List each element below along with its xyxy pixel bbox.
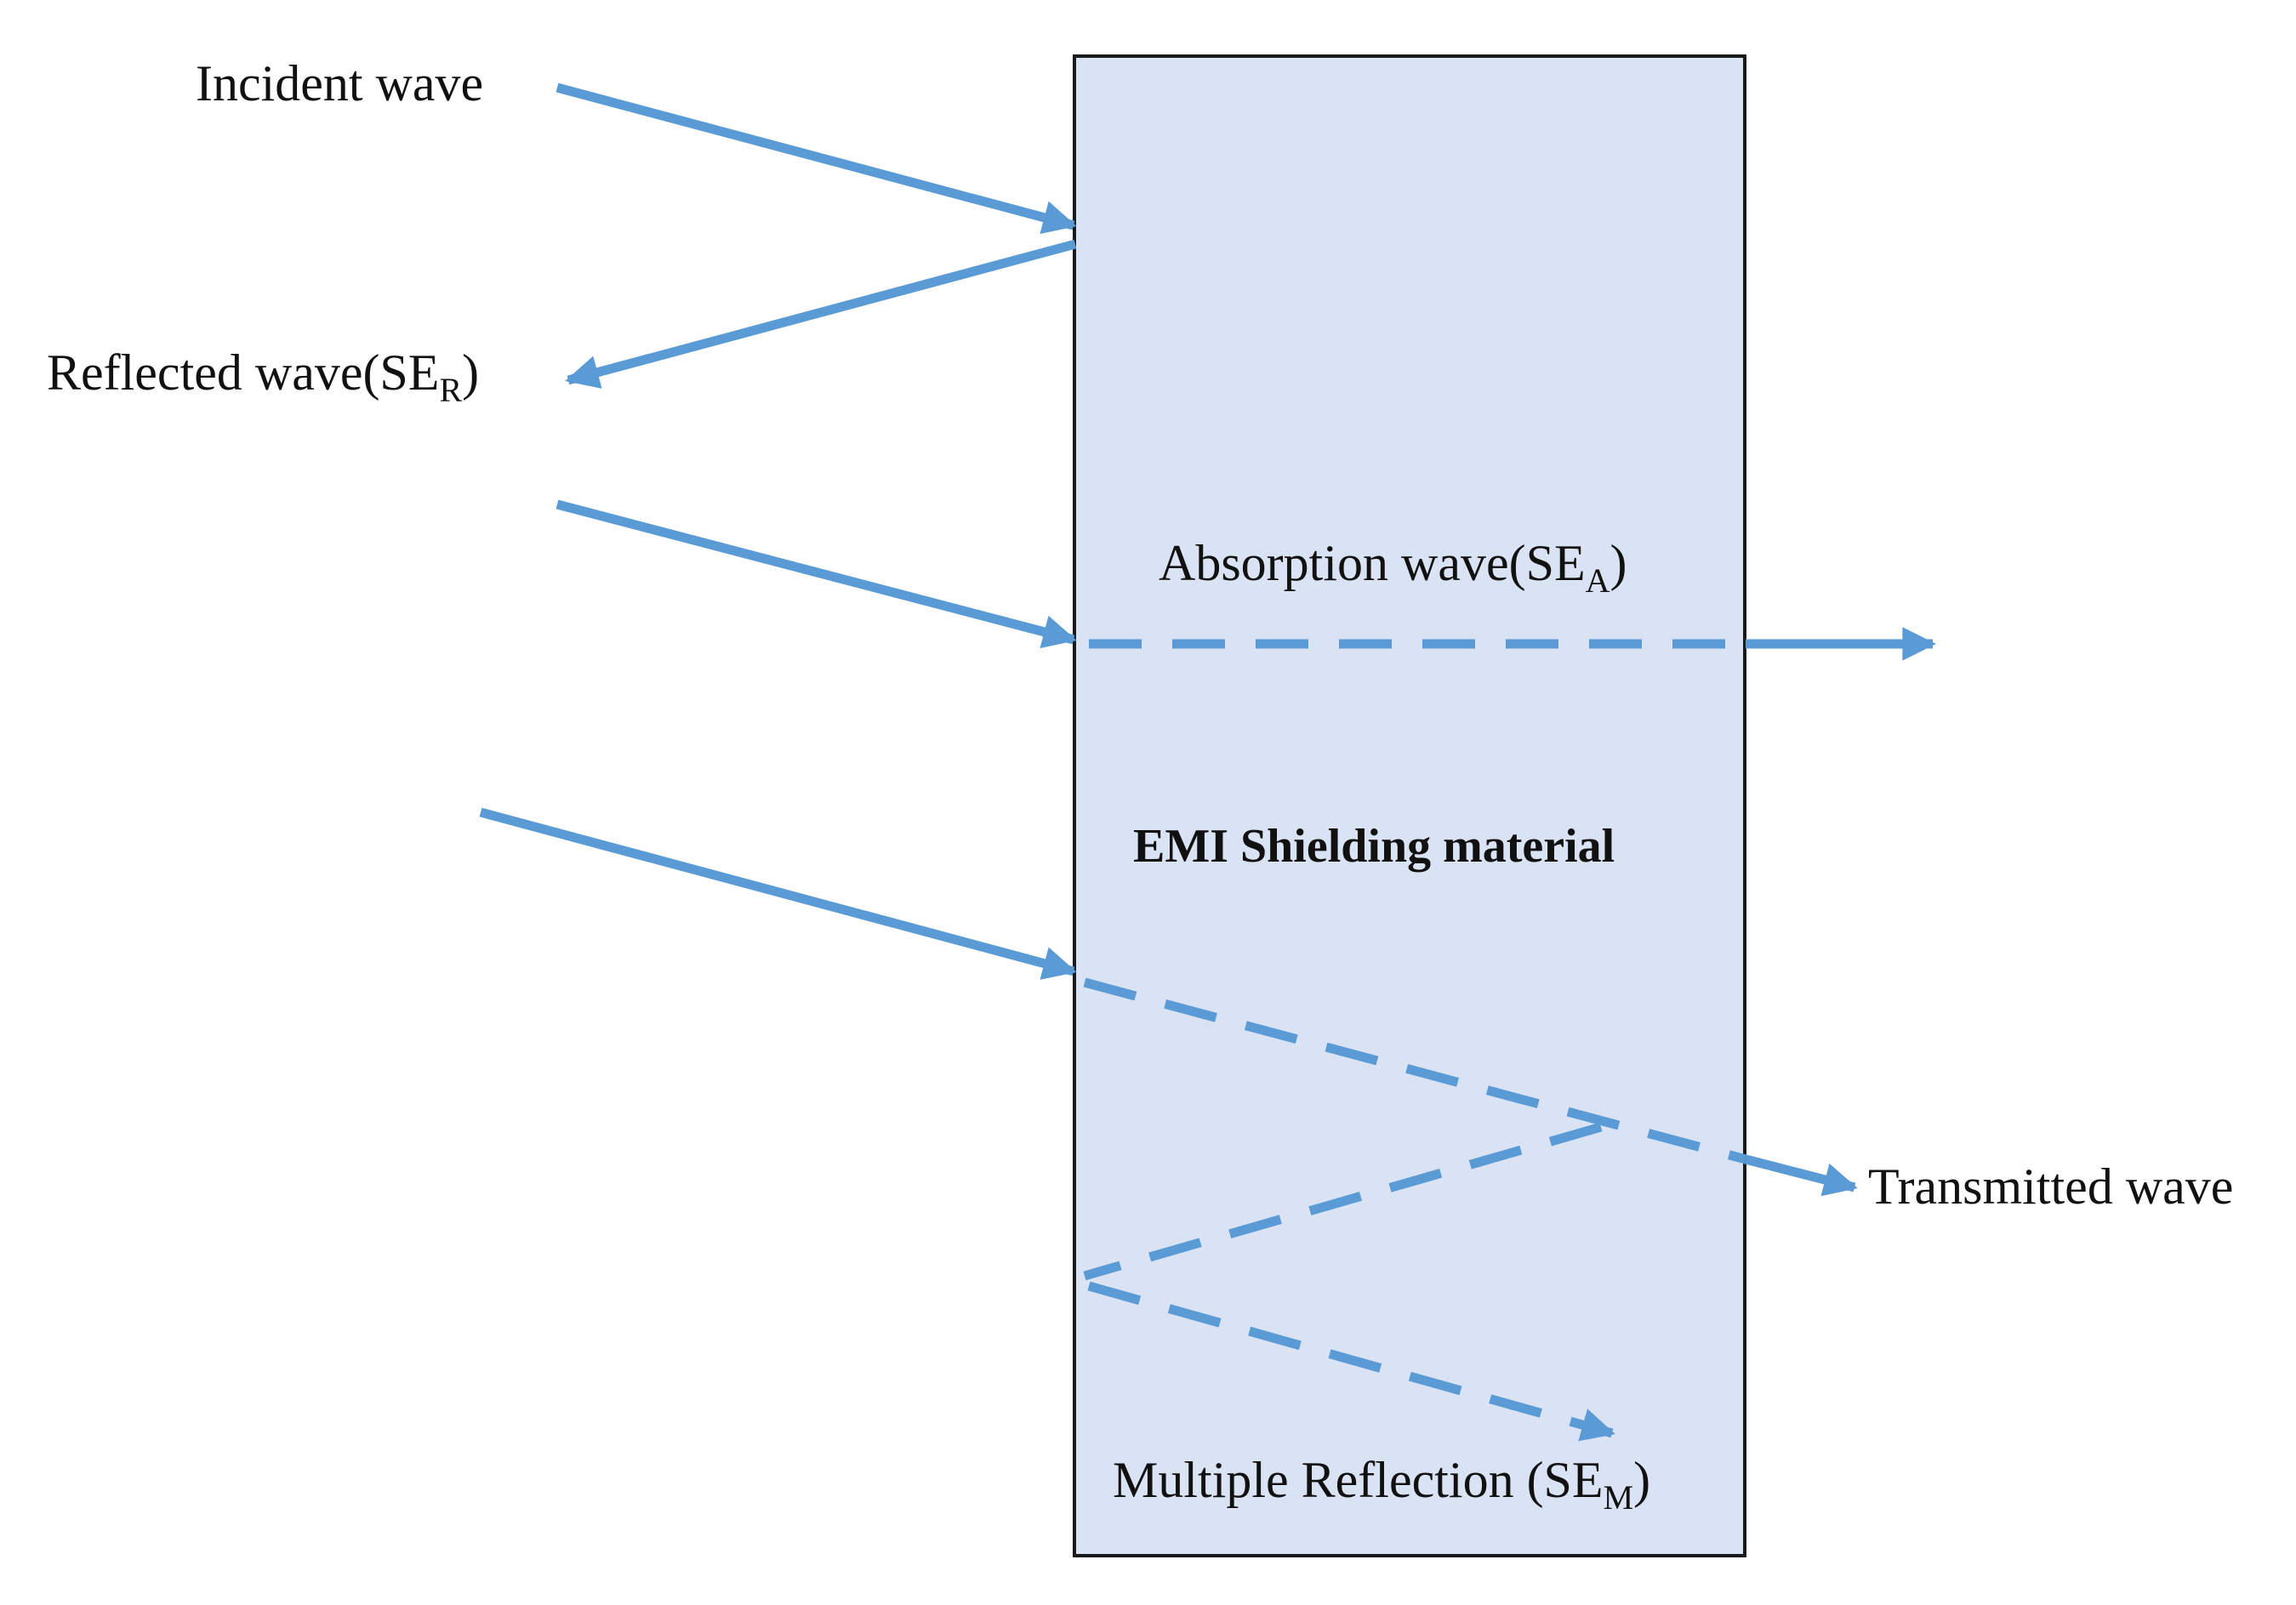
incident-wave-arrow (555, 83, 1077, 234)
reflected-wave-label-main: Reflected wave(SE (47, 344, 439, 401)
multiple-reflection-dashed-arrow (1087, 1281, 1615, 1442)
reflected-wave-label-tail: ) (462, 344, 479, 401)
multiple-incident-arrow (479, 807, 1077, 980)
multiple-reflection-label-sub: M (1604, 1478, 1634, 1517)
material-label: EMI Shielding material (1133, 820, 1615, 873)
reflected-wave-arrow (565, 239, 1077, 389)
incident-wave-label: Incident wave (196, 55, 483, 111)
absorption-wave-label-sub: A (1586, 561, 1610, 600)
reflected-wave-label: Reflected wave(SER) (47, 344, 479, 409)
internal-reflection-dashed (1083, 1122, 1603, 1281)
absorption-wave-label-main: Absorption wave(SE (1159, 535, 1586, 591)
transmitted-wave-label: Transmitted wave (1868, 1158, 2233, 1215)
multiple-reflection-label: Multiple Reflection (SEM) (1113, 1452, 1650, 1517)
multiple-reflection-label-tail: ) (1633, 1452, 1650, 1508)
shielding-material-block (1073, 54, 1746, 1557)
transmitted-dashed-path (1083, 977, 1747, 1164)
multiple-reflection-label-main: Multiple Reflection (SE (1113, 1452, 1604, 1508)
reflected-wave-label-sub: R (439, 371, 462, 409)
absorption-wave-label: Absorption wave(SEA) (1159, 535, 1627, 600)
absorption-incident-arrow (555, 499, 1077, 649)
absorption-wave-label-tail: ) (1609, 535, 1627, 591)
transmitted-wave-arrow (1744, 1154, 1858, 1197)
